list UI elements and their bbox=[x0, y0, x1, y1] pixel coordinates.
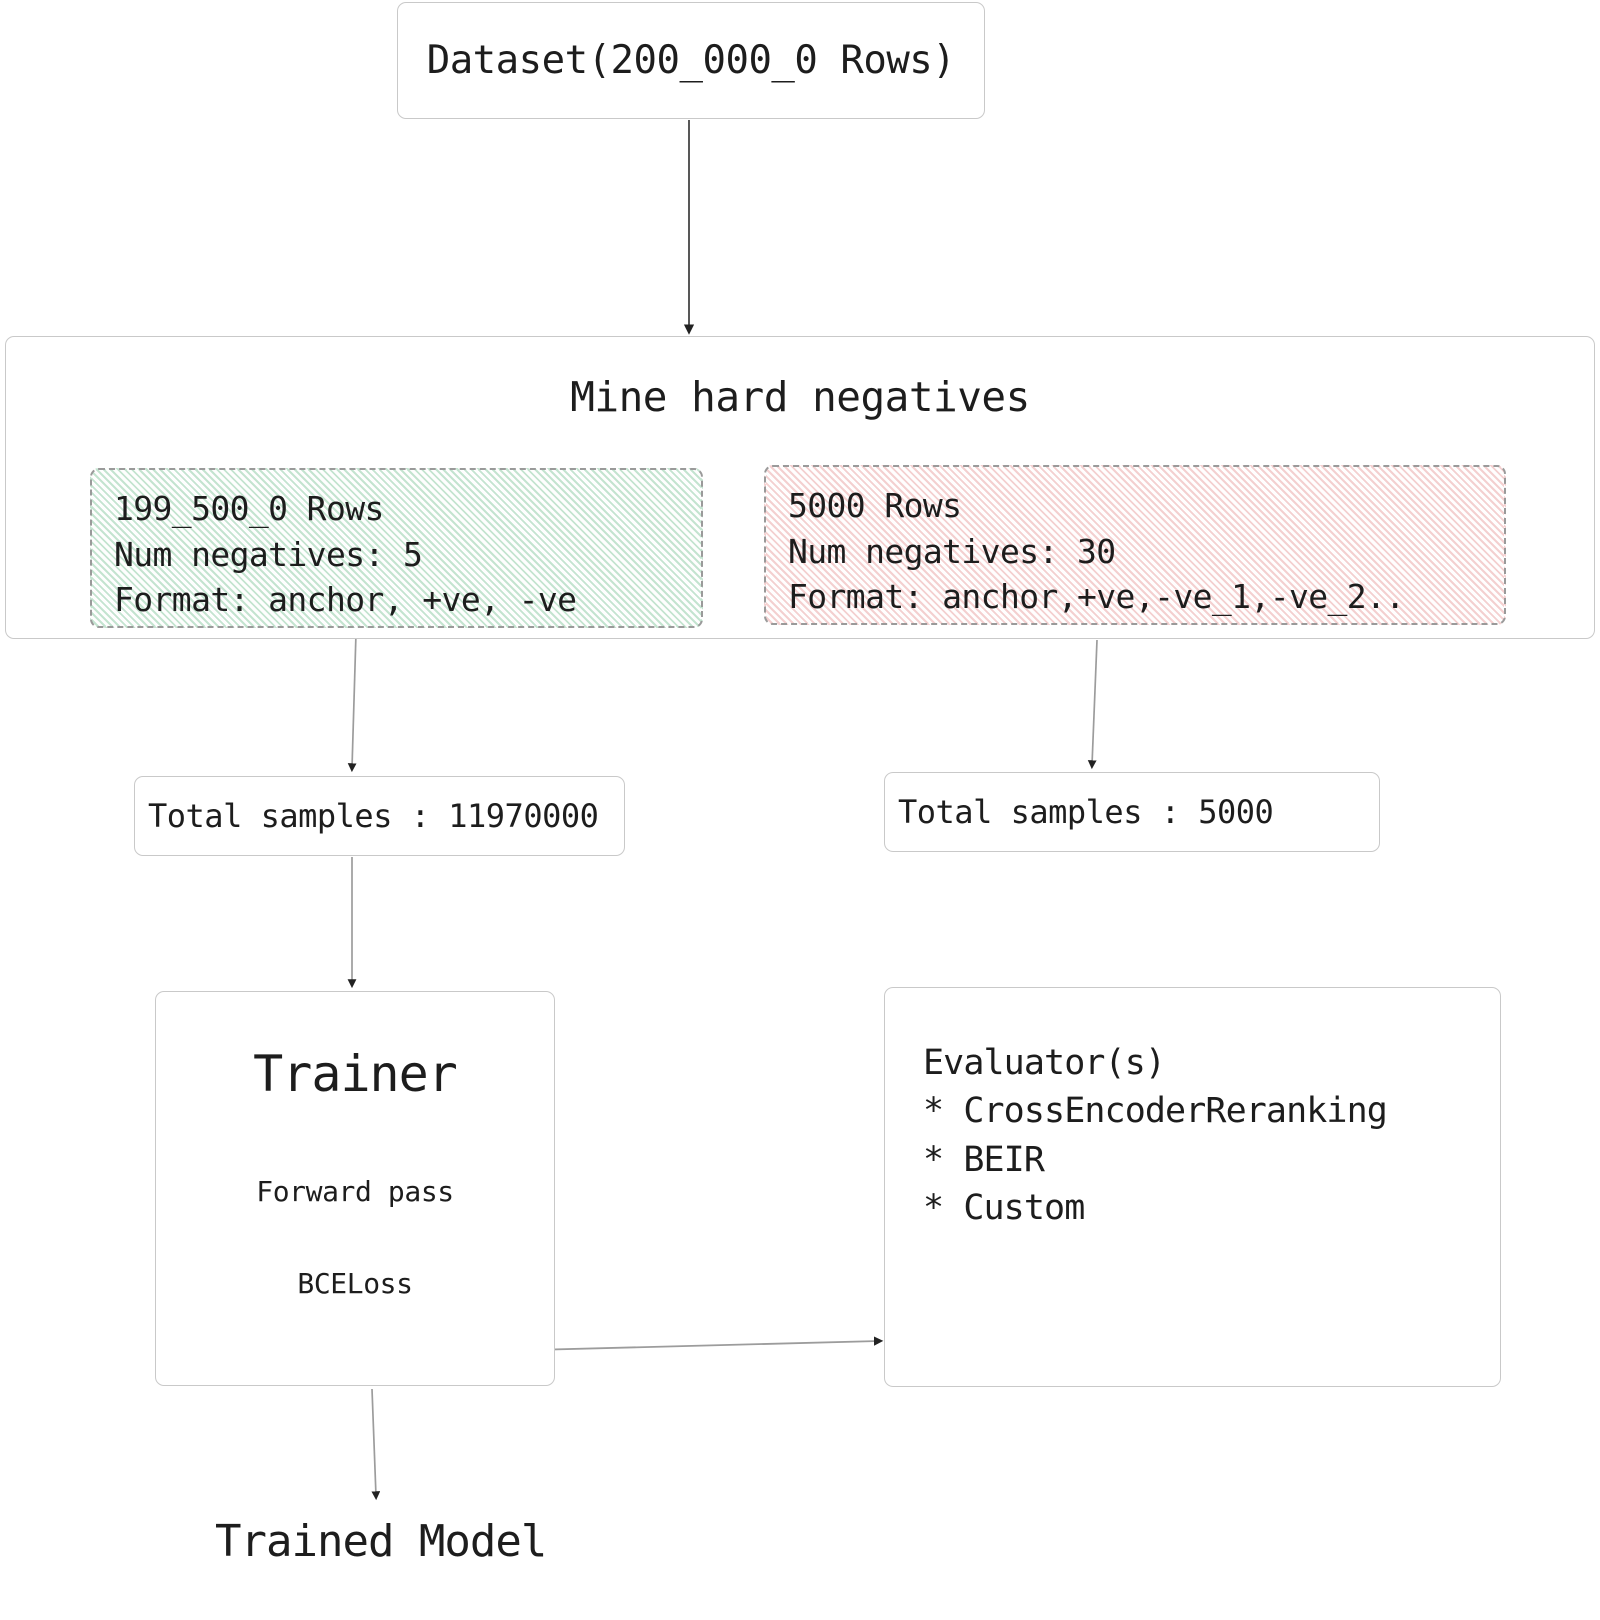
eval-split-box[interactable]: 5000 Rows Num negatives: 30 Format: anch… bbox=[764, 465, 1506, 625]
trainer-forward-pass-label: Forward pass bbox=[256, 1175, 454, 1208]
dataset-label: Dataset(200_000_0 Rows) bbox=[426, 37, 956, 83]
train-split-rows: 199_500_0 Rows bbox=[114, 489, 384, 528]
edge-trainer-to-trained-model bbox=[371, 1388, 381, 1501]
train-split-format: Format: anchor, +ve, -ve bbox=[114, 580, 577, 620]
mine-hard-negatives-node[interactable]: Mine hard negatives 199_500_0 Rows Num n… bbox=[5, 336, 1595, 639]
total-samples-eval-label: Total samples : 5000 bbox=[898, 792, 1274, 831]
eval-split-rows: 5000 Rows bbox=[788, 486, 962, 525]
train-split-box[interactable]: 199_500_0 Rows Num negatives: 5 Format: … bbox=[90, 468, 703, 628]
trained-model-label: Trained Model bbox=[215, 1516, 547, 1567]
trainer-title: Trainer bbox=[253, 1045, 458, 1103]
evaluator-node[interactable]: Evaluator(s) * CrossEncoderReranking * B… bbox=[884, 987, 1501, 1387]
total-samples-train-label: Total samples : 11970000 bbox=[148, 796, 599, 835]
trainer-loss-label: BCELoss bbox=[297, 1267, 413, 1300]
edge-train-split-to-total-left bbox=[347, 632, 357, 773]
dataset-node[interactable]: Dataset(200_000_0 Rows) bbox=[397, 2, 985, 119]
total-samples-train-node[interactable]: Total samples : 11970000 bbox=[134, 776, 625, 856]
mine-hard-negatives-title: Mine hard negatives bbox=[570, 373, 1030, 421]
evaluator-item-custom: * Custom bbox=[923, 1187, 1085, 1228]
edge-eval-split-to-total-right bbox=[1087, 639, 1098, 770]
train-split-num-negatives: Num negatives: 5 bbox=[114, 534, 423, 574]
evaluator-item-beir: * BEIR bbox=[923, 1139, 1045, 1180]
eval-split-format: Format: anchor,+ve,-ve_1,-ve_2.. bbox=[788, 577, 1405, 617]
total-samples-eval-node[interactable]: Total samples : 5000 bbox=[884, 772, 1380, 852]
eval-split-num-negatives: Num negatives: 30 bbox=[788, 531, 1116, 571]
evaluator-title: Evaluator(s) bbox=[923, 1043, 1166, 1083]
evaluator-item-cross-encoder-reranking: * CrossEncoderReranking bbox=[923, 1091, 1388, 1132]
trainer-node[interactable]: Trainer Forward pass BCELoss bbox=[155, 991, 555, 1386]
